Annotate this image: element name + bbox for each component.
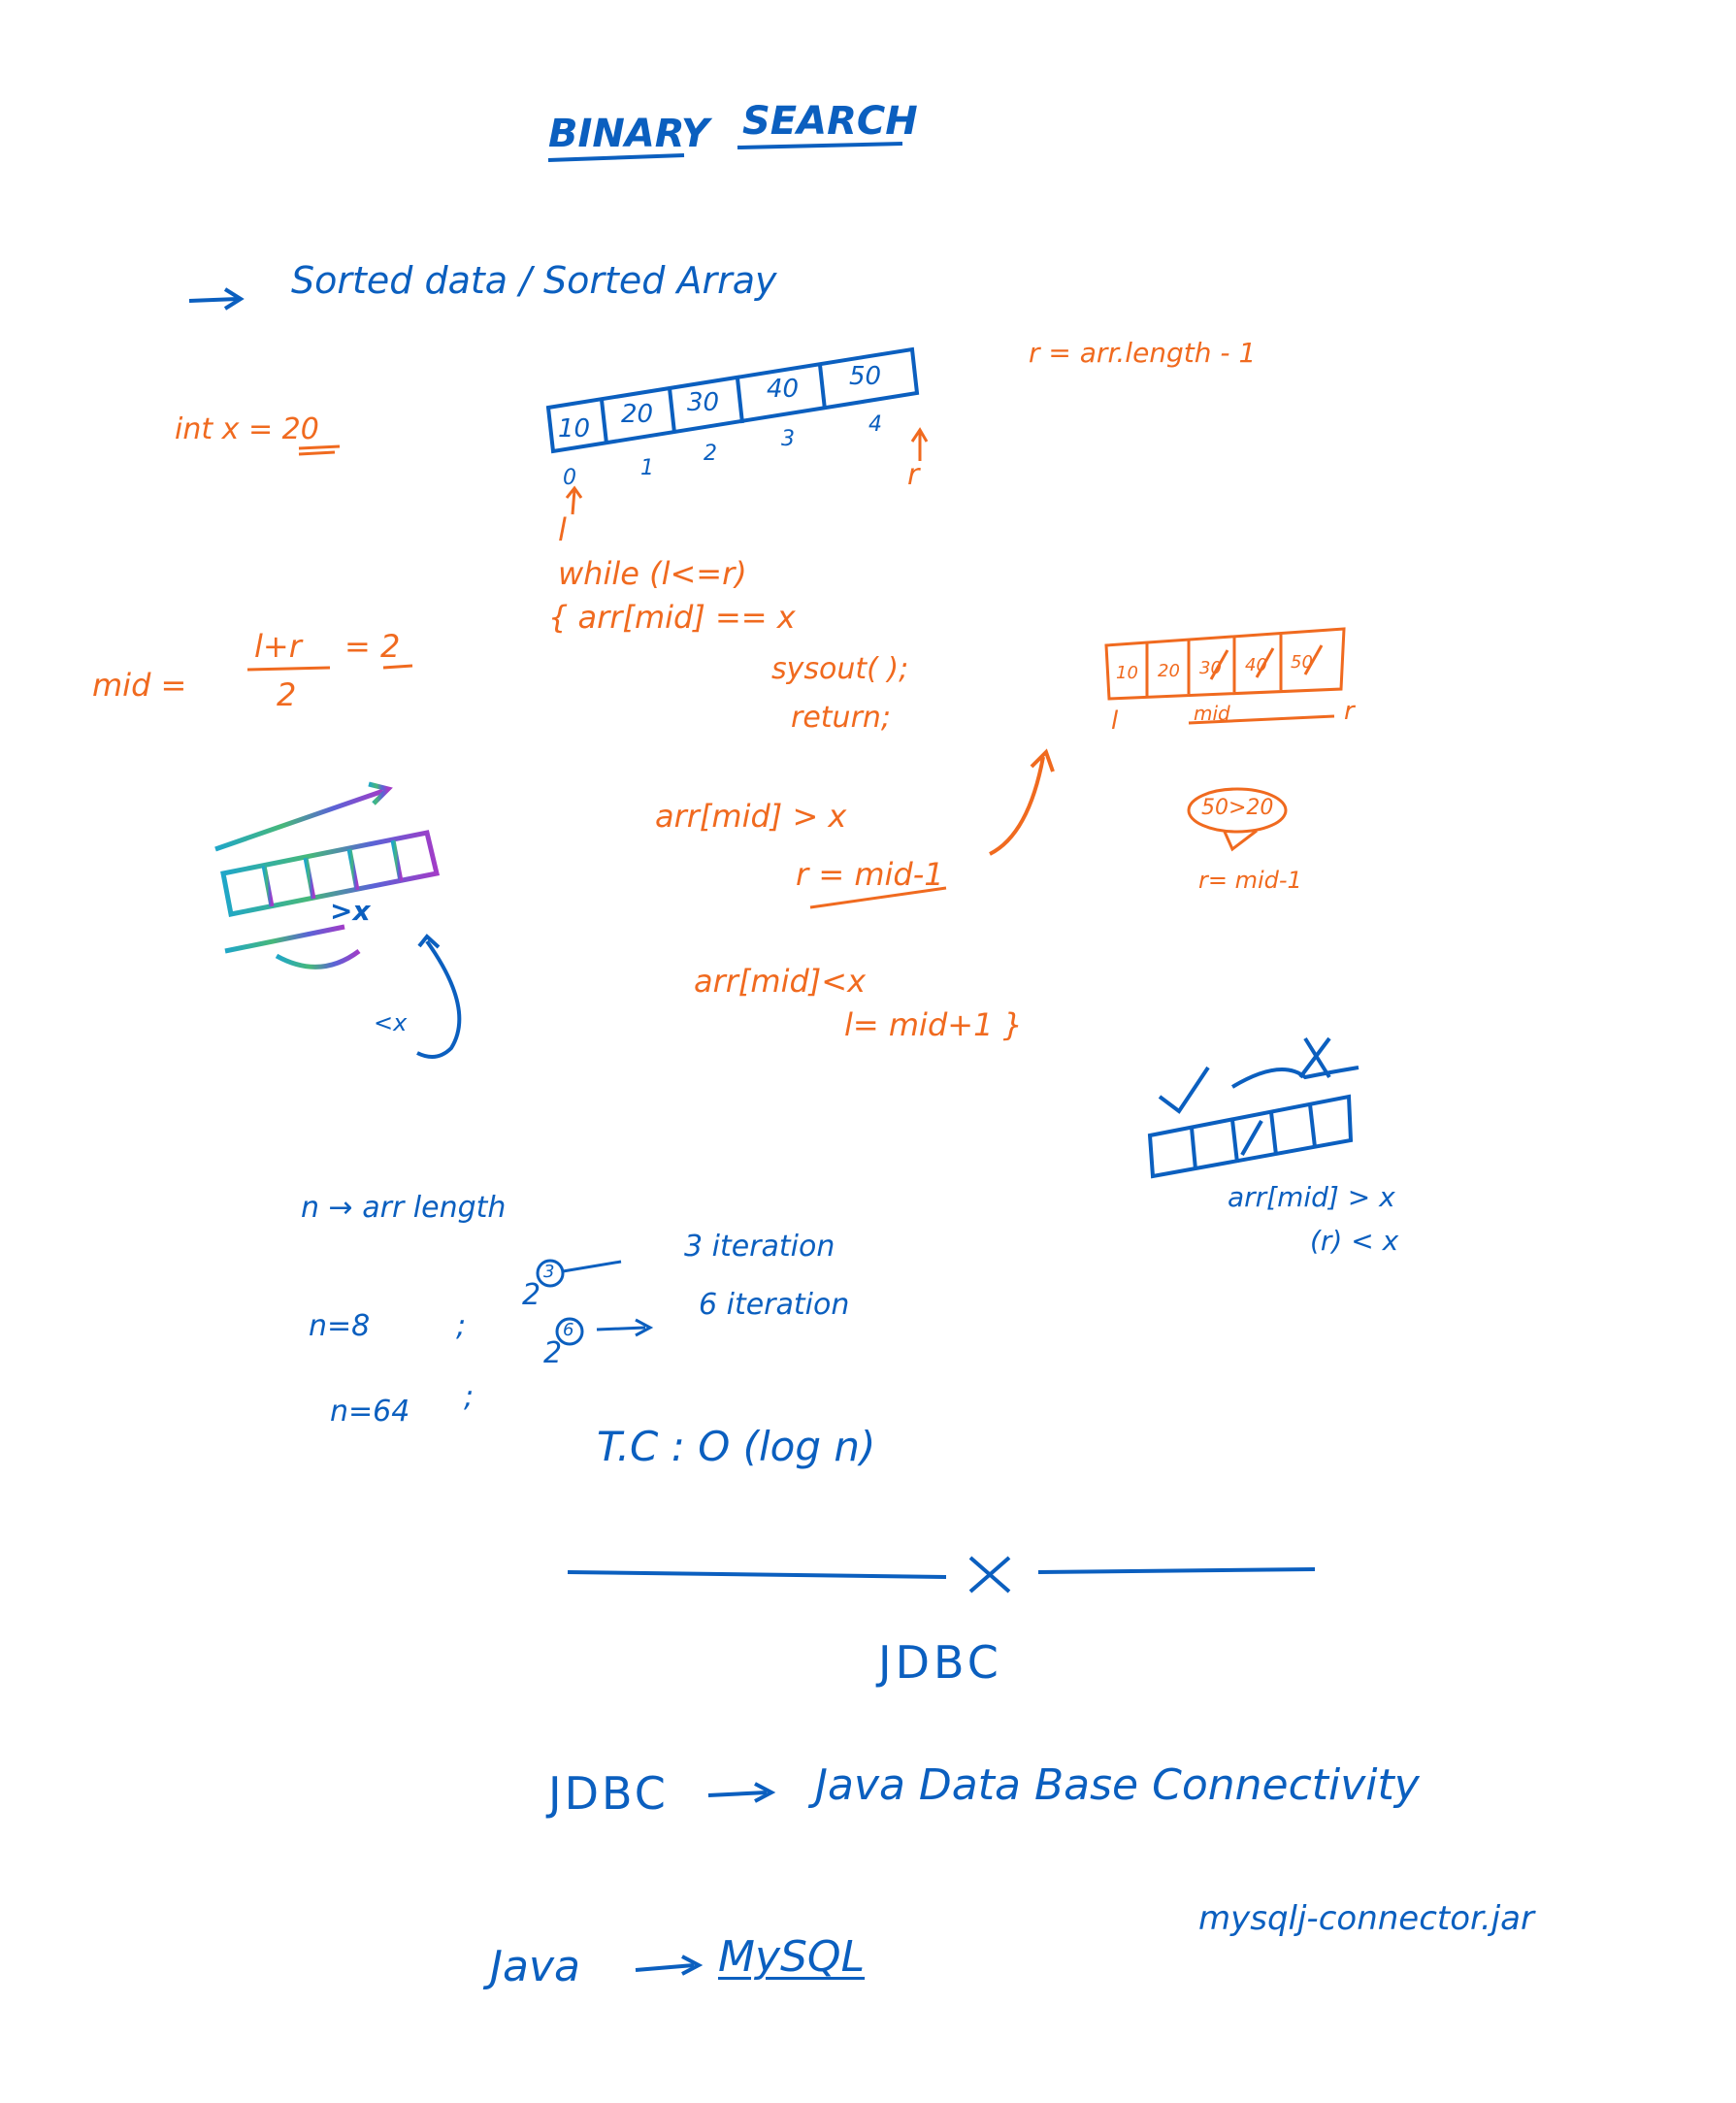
- code-while: while (l<=r): [558, 555, 747, 592]
- title-underline-left: [547, 153, 685, 162]
- n-definition: n → arr length: [301, 1191, 507, 1225]
- x-value-underline-2: [298, 450, 336, 456]
- flow-arrow-icon: [989, 756, 1045, 856]
- array-index-3: 3: [781, 427, 795, 451]
- mid-result: = 2: [344, 628, 401, 665]
- title-binary: BINARY: [548, 112, 709, 156]
- divider-line-left: [567, 1570, 947, 1579]
- l-pointer-label: l: [558, 511, 567, 548]
- small-cell-3: 40: [1245, 655, 1267, 675]
- small-r-label: r: [1344, 697, 1355, 726]
- bubble-tail: [1223, 829, 1258, 852]
- code-if-equal: { arr[mid] == x: [548, 599, 796, 636]
- r-pointer-label: r: [907, 458, 920, 492]
- check-icon: [1158, 1066, 1210, 1114]
- time-complexity: T.C : O (log n): [597, 1423, 876, 1470]
- divider-cross-icon: [968, 1556, 1011, 1594]
- row2-semicolon: ;: [464, 1380, 475, 1414]
- r-mid-underline: [809, 886, 947, 909]
- array-index-2: 2: [704, 442, 717, 466]
- jdbc-abbrev: JDBC: [548, 1767, 669, 1820]
- br-line1: arr[mid] > x: [1228, 1181, 1395, 1213]
- gt-x-label: >x: [330, 895, 371, 927]
- gradient-array-sketch: [214, 781, 441, 969]
- divider-line-right: [1037, 1567, 1316, 1574]
- array-index-4: 4: [868, 412, 882, 437]
- code-less: arr[mid]<x: [694, 963, 867, 1000]
- title-search: SEARCH: [742, 99, 918, 144]
- int-x-note: int x = 20: [175, 412, 319, 446]
- row1-exponent: 3: [543, 1262, 555, 1282]
- compare-text: 50>20: [1201, 796, 1274, 820]
- small-cell-1: 20: [1158, 661, 1180, 681]
- flow-arrowhead-icon: [1030, 748, 1055, 772]
- n8-label: n=8: [309, 1309, 371, 1343]
- fraction-bar: [246, 666, 331, 672]
- r-definition: r = arr.length - 1: [1029, 337, 1257, 369]
- row1-semicolon: ;: [456, 1309, 467, 1343]
- small-cell-0: 10: [1116, 663, 1138, 683]
- array-cell-1: 20: [621, 400, 654, 429]
- curved-arrowhead-icon: [417, 934, 441, 949]
- lt-x-label: <x: [374, 1009, 408, 1036]
- sorted-note: Sorted data / Sorted Array: [291, 259, 777, 302]
- mid-denominator: 2: [277, 676, 297, 713]
- mid-lhs: mid =: [92, 667, 187, 704]
- jdbc-heading: JDBC: [878, 1636, 1002, 1689]
- code-sysout: sysout( );: [771, 652, 909, 686]
- bullet-arrow-icon: [188, 287, 245, 311]
- code-l-update: l= mid+1 }: [844, 1006, 1023, 1043]
- row2-base: 2: [543, 1336, 563, 1370]
- main-array-box: [545, 346, 920, 454]
- mysql-label: MySQL: [718, 1932, 866, 1982]
- java-label: Java: [490, 1942, 580, 1991]
- connector-jar: mysqlj-connector.jar: [1198, 1899, 1534, 1938]
- row2-iterations: 6 iteration: [699, 1288, 850, 1322]
- array-cell-3: 40: [767, 375, 800, 404]
- x-value-underline: [298, 444, 341, 450]
- mid-value-underline: [382, 664, 413, 670]
- n64-label: n=64: [330, 1395, 410, 1429]
- array-index-0: 0: [563, 466, 576, 490]
- br-line2: (r) < x: [1310, 1225, 1399, 1257]
- checked-array-box: [1147, 1036, 1359, 1179]
- jdbc-arrow-icon: [707, 1782, 776, 1803]
- small-result: r= mid-1: [1198, 867, 1302, 894]
- array-cell-2: 30: [687, 388, 720, 417]
- array-cell-0: 10: [558, 414, 591, 444]
- compare-bubble: [1187, 787, 1288, 834]
- small-cell-2: 30: [1199, 658, 1222, 678]
- small-mid-label: mid: [1194, 702, 1230, 725]
- jdbc-expansion: Java Data Base Connectivity: [815, 1760, 1420, 1810]
- small-array-box: [1104, 627, 1346, 725]
- row1-base: 2: [522, 1278, 541, 1312]
- mid-numerator: l+r: [254, 628, 302, 665]
- small-cell-4: 50: [1291, 652, 1313, 673]
- title-underline-right: [737, 142, 903, 149]
- row1-iterations: 3 iteration: [684, 1230, 835, 1264]
- iteration-arrows: [536, 1259, 654, 1346]
- code-r-update: r = mid-1: [796, 856, 944, 893]
- code-return: return;: [791, 701, 892, 735]
- row2-exponent: 6: [563, 1320, 574, 1340]
- mysql-arrow-icon: [635, 1955, 704, 1976]
- small-l-label: l: [1111, 706, 1119, 736]
- code-greater: arr[mid] > x: [655, 798, 847, 835]
- array-index-1: 1: [640, 456, 654, 480]
- pointer-arrows: [565, 427, 929, 515]
- array-cell-4: 50: [849, 362, 882, 391]
- curved-arrow-icon: [416, 939, 462, 1059]
